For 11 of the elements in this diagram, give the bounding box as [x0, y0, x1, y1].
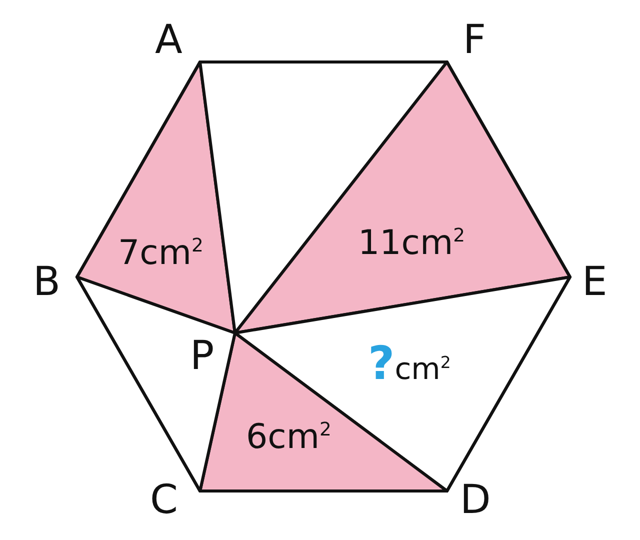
area-label: ?cm$^{2}$ [368, 340, 451, 386]
vertex-label: P [190, 336, 214, 376]
area-label: 11cm$^{2}$ [358, 226, 465, 260]
vertex-label: C [150, 480, 178, 520]
vertex-label: E [582, 262, 608, 302]
vertex-label: B [33, 262, 60, 302]
area-label: 7cm$^{2}$ [118, 236, 204, 270]
vertex-label: D [460, 480, 491, 520]
area-label: 6cm$^{2}$ [246, 420, 332, 454]
vertex-label: A [155, 20, 182, 60]
vertex-label: F [463, 20, 486, 60]
